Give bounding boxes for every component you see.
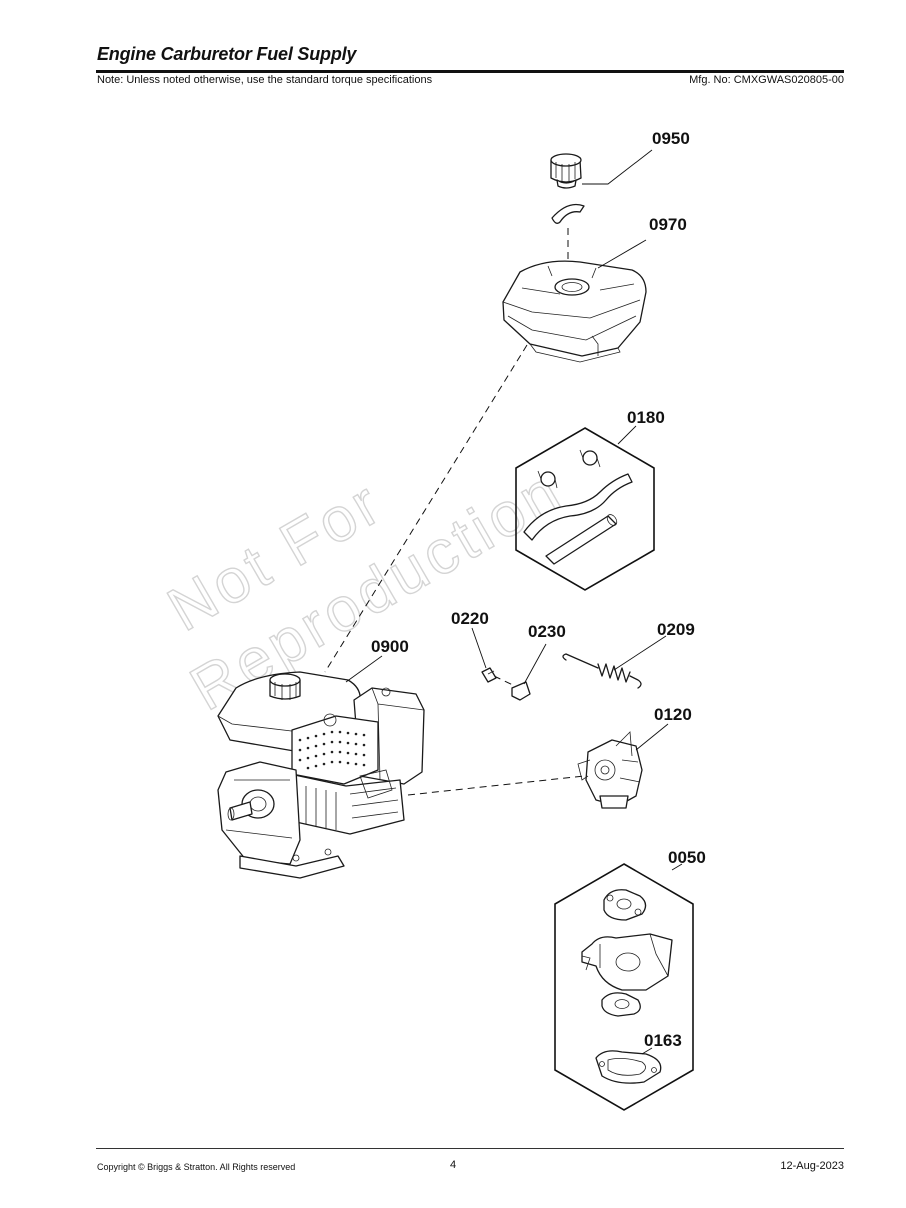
mfg-number: Mfg. No: CMXGWAS020805-00 — [689, 74, 844, 86]
throttle-bracket-part[interactable] — [511, 681, 531, 701]
callout-0120[interactable]: 0120 — [654, 705, 692, 724]
callout-0209[interactable]: 0209 — [657, 620, 695, 639]
cap-strainer-part — [551, 203, 585, 224]
gasket-kit-outline — [554, 863, 694, 1111]
leader-0900 — [345, 655, 383, 683]
footer-rule — [96, 1148, 844, 1149]
engine-assembly-part[interactable] — [217, 671, 425, 879]
header-rule — [96, 70, 844, 73]
muffler-perforations — [298, 730, 366, 770]
fuel-cap-part[interactable] — [550, 153, 582, 189]
screw-to-bracket-line — [493, 675, 516, 687]
torque-note: Note: Unless noted otherwise, use the st… — [97, 74, 433, 86]
callout-0180[interactable]: 0180 — [627, 408, 665, 427]
gasket-small-part[interactable] — [601, 992, 641, 1017]
leader-0950 — [582, 149, 653, 185]
page-title: Engine Carburetor Fuel Supply — [97, 44, 357, 64]
leader-0220 — [471, 627, 487, 669]
callout-0950[interactable]: 0950 — [652, 129, 690, 148]
copyright-text: Copyright © Briggs & Stratton. All Right… — [97, 1162, 296, 1172]
fuel-tank-assembly-line — [324, 344, 528, 673]
fuel-tank-part[interactable] — [502, 260, 647, 363]
callout-0230[interactable]: 0230 — [528, 622, 566, 641]
callout-0900[interactable]: 0900 — [371, 637, 409, 656]
leader-0180 — [617, 425, 637, 445]
fuel-line-part[interactable] — [523, 473, 633, 565]
governor-spring-part[interactable] — [562, 653, 642, 689]
watermark: Not For Reproduction — [156, 455, 576, 725]
screw-part[interactable] — [481, 667, 497, 683]
leader-0230 — [523, 643, 547, 685]
page-number: 4 — [450, 1159, 457, 1171]
carburetor-part[interactable] — [577, 731, 643, 809]
insulator-part[interactable] — [581, 933, 673, 991]
leader-0970 — [597, 239, 647, 269]
callout-0220[interactable]: 0220 — [451, 609, 489, 628]
callout-0970[interactable]: 0970 — [649, 215, 687, 234]
leader-0163 — [641, 1047, 653, 1055]
hose-clamp-part[interactable] — [537, 449, 601, 489]
carburetor-assembly-line — [407, 775, 585, 796]
fuel-line-kit-outline — [515, 427, 655, 591]
leader-0209 — [613, 635, 667, 671]
leader-0120 — [635, 723, 669, 751]
footer-date: 12-Aug-2023 — [780, 1160, 844, 1172]
leader-0050 — [671, 863, 683, 871]
callout-0163[interactable]: 0163 — [644, 1031, 682, 1050]
gasket-part[interactable] — [603, 889, 647, 921]
carburetor-gasket-part[interactable] — [595, 1050, 662, 1084]
callout-0050[interactable]: 0050 — [668, 848, 706, 867]
